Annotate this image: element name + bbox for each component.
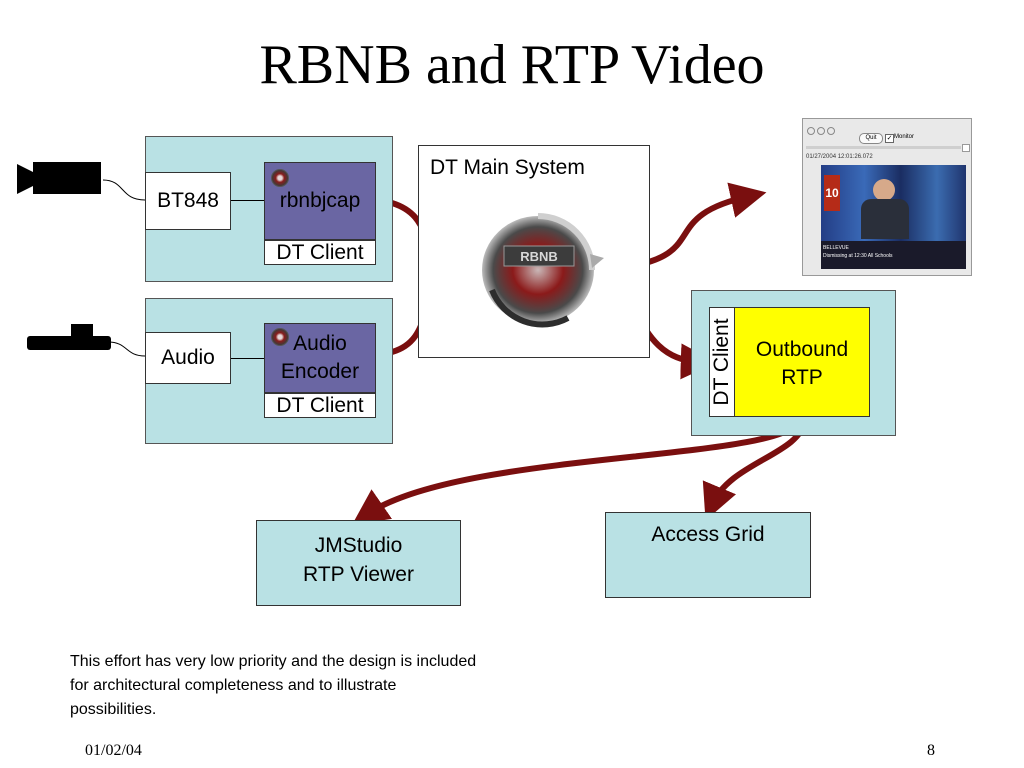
access-grid-label: Access Grid [651, 523, 765, 546]
anchor-body [861, 199, 909, 239]
microphone-cable [107, 341, 146, 357]
audio-source-box: Audio [145, 332, 231, 384]
audio-encoder-line2: Encoder [280, 360, 360, 383]
close-icon[interactable] [807, 127, 815, 135]
rbnbjcap-box: rbnbjcap [264, 162, 376, 240]
caption-line2: Dismissing at 12:30 All Schools [823, 253, 893, 259]
audio-encoder-line1: Audio [293, 332, 347, 355]
caption-line1: BELLEVUE [823, 245, 849, 251]
jmstudio-viewer-box: JMStudio RTP Viewer [256, 520, 461, 606]
jmstudio-line2: RTP Viewer [303, 563, 414, 586]
camera-cable [102, 179, 146, 201]
minimize-icon[interactable] [817, 127, 825, 135]
rbnb-logo-text: RBNB [520, 249, 558, 264]
rbnb-logo-icon: RBNB [482, 213, 604, 328]
outbound-rtp-line1: Outbound [755, 338, 849, 361]
rbnb-logo-icon [271, 328, 289, 346]
caption-bar: BELLEVUE Dismissing at 12:30 All Schools [821, 241, 966, 269]
audio-encoder-label: Audio Encoder [265, 330, 375, 386]
audio-connector [231, 358, 265, 359]
dt-main-system-label: DT Main System [430, 156, 585, 179]
jmstudio-line1: JMStudio [314, 534, 403, 557]
access-grid-box: Access Grid [605, 512, 811, 598]
bt848-box: BT848 [145, 172, 231, 230]
anchor-head [873, 179, 895, 201]
window-controls [807, 122, 835, 140]
outbound-rtp-box: Outbound RTP [734, 307, 870, 417]
slide-title: RBNB and RTP Video [259, 34, 765, 96]
rbnb-logo-icon [271, 169, 289, 187]
monitor-checkbox[interactable]: ✓ [885, 134, 894, 143]
outbound-dt-client-box: DT Client [709, 307, 735, 417]
zoom-icon[interactable] [827, 127, 835, 135]
monitor-window: Quit ✓ Monitor 01/27/2004 12:01:26.072 1… [802, 118, 972, 276]
quit-button[interactable]: Quit [859, 133, 883, 144]
bt848-connector [231, 200, 265, 201]
audio-encoder-box: Audio Encoder [264, 323, 376, 393]
footer-date: 01/02/04 [85, 742, 142, 759]
microphone-icon [27, 324, 111, 350]
note-text: This effort has very low priority and th… [70, 653, 477, 718]
rbnbjcap-label: rbnbjcap [279, 189, 361, 212]
timestamp: 01/27/2004 12:01:26.072 [806, 154, 873, 160]
channel-logo: 10 [824, 175, 840, 211]
page-number: 8 [927, 742, 935, 759]
slider-track[interactable] [806, 146, 961, 149]
outbound-dt-client-label: DT Client [710, 318, 733, 406]
video-frame: 10 BELLEVUE Dismissing at 12:30 All Scho… [821, 165, 966, 269]
capture-dt-client-label: DT Client [264, 240, 376, 265]
audio-dt-client-label: DT Client [264, 393, 376, 418]
monitor-label: Monitor [894, 134, 915, 140]
slider-end-icon [962, 144, 970, 152]
outbound-rtp-line2: RTP [781, 366, 823, 389]
video-camera-icon [17, 162, 101, 194]
